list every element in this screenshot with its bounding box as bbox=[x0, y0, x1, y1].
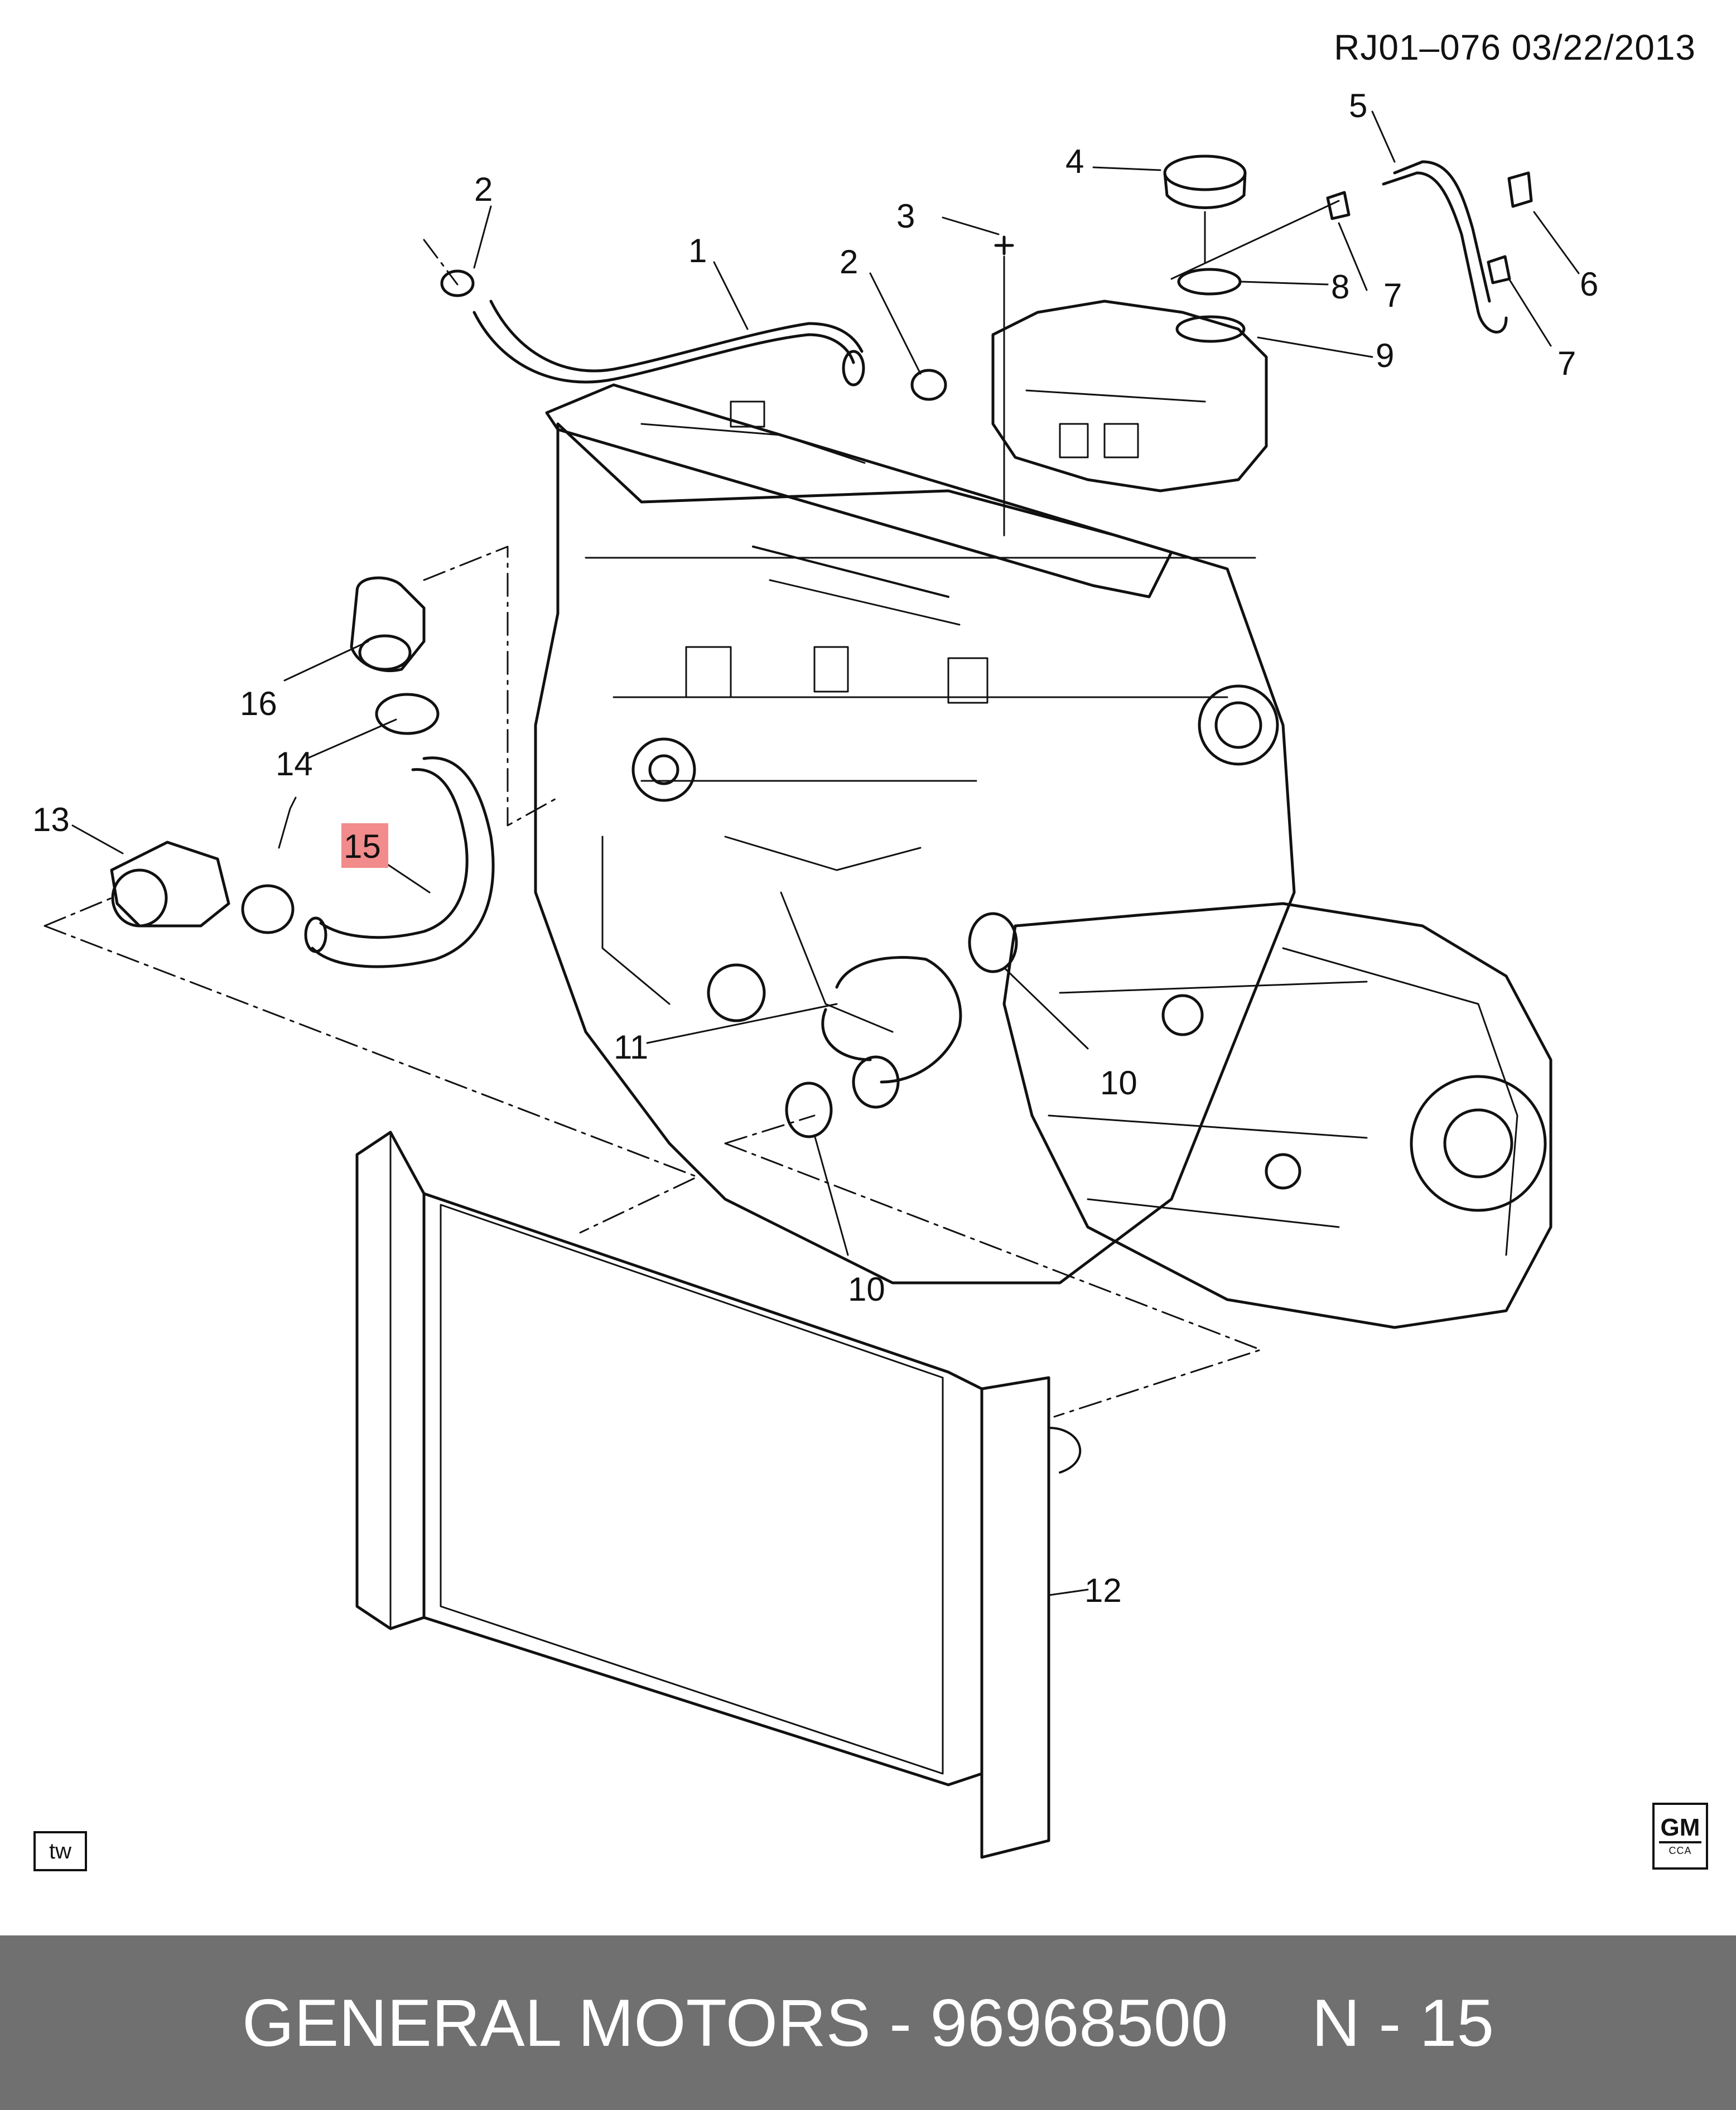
callout-6: 6 bbox=[1580, 265, 1598, 303]
callout-7a: 7 bbox=[1383, 277, 1402, 314]
callout-4: 4 bbox=[1065, 143, 1084, 180]
diagram-reference-code: RJ01–076 03/22/2013 bbox=[1334, 27, 1696, 67]
gm-logo: GM CCA bbox=[1652, 1803, 1708, 1870]
callout-8: 8 bbox=[1331, 268, 1349, 306]
alignment-lines bbox=[44, 239, 1262, 1418]
footer-brand: GENERAL MOTORS bbox=[242, 1985, 871, 2060]
callout-1: 1 bbox=[688, 232, 707, 269]
tw-badge: tw bbox=[33, 1831, 87, 1871]
lower-radiator-hose-15 bbox=[304, 756, 495, 968]
vent-hose-5 bbox=[1170, 160, 1508, 334]
callout-10b: 10 bbox=[848, 1271, 885, 1308]
callout-12: 12 bbox=[1084, 1572, 1122, 1609]
coolant-cap-4 bbox=[1163, 154, 1247, 263]
callout-11: 11 bbox=[614, 1029, 648, 1066]
callout-3: 3 bbox=[896, 197, 915, 235]
footer-part-number: 96968500 bbox=[930, 1985, 1228, 2060]
upper-radiator-hose bbox=[472, 300, 865, 387]
parts-diagram: RJ01–076 03/22/2013 bbox=[32, 27, 1708, 1871]
callout-16: 16 bbox=[240, 685, 277, 722]
radiator-support-beam bbox=[545, 383, 1173, 598]
gm-logo-subtext: CCA bbox=[1669, 1845, 1692, 1856]
callout-13: 13 bbox=[32, 801, 70, 838]
engine-assembly bbox=[534, 422, 1296, 1285]
hose-clamp-14 bbox=[241, 693, 440, 934]
seal-8 bbox=[1177, 268, 1242, 296]
callout-5: 5 bbox=[1349, 87, 1367, 124]
footer-banner: GENERAL MOTORS - 96968500 N - 15 bbox=[0, 1935, 1736, 2110]
bolt-3 bbox=[994, 235, 1014, 537]
highlight-box-15 bbox=[341, 823, 388, 868]
footer-separator: - bbox=[889, 1985, 912, 2060]
radiator-12 bbox=[355, 1131, 1082, 1859]
coolant-reservoir-9 bbox=[991, 300, 1268, 493]
callout-2b: 2 bbox=[840, 243, 858, 281]
callout-10a: 10 bbox=[1100, 1064, 1137, 1102]
bypass-hose-11 bbox=[821, 956, 962, 1109]
callout-leaders bbox=[71, 110, 1580, 1596]
callout-7b: 7 bbox=[1557, 345, 1576, 382]
callout-14: 14 bbox=[276, 745, 313, 783]
radiator-inlet-13 bbox=[110, 841, 230, 928]
cooling-system-illustration: 1 2 2 3 4 5 6 7 7 8 9 10 10 11 12 13 14 … bbox=[32, 87, 1598, 1859]
transmission-assembly bbox=[1002, 902, 1552, 1329]
hose-clamp-10 bbox=[785, 912, 1018, 1138]
thermostat-outlet-16 bbox=[350, 576, 426, 673]
callout-15: 15 bbox=[344, 828, 381, 865]
gm-logo-text: GM bbox=[1659, 1814, 1701, 1843]
footer-page-ref: N - 15 bbox=[1311, 1985, 1494, 2060]
clip-6 bbox=[1507, 171, 1533, 208]
hose-clamp-2 bbox=[440, 269, 947, 401]
callout-2a: 2 bbox=[474, 171, 493, 208]
callout-9: 9 bbox=[1376, 337, 1394, 374]
